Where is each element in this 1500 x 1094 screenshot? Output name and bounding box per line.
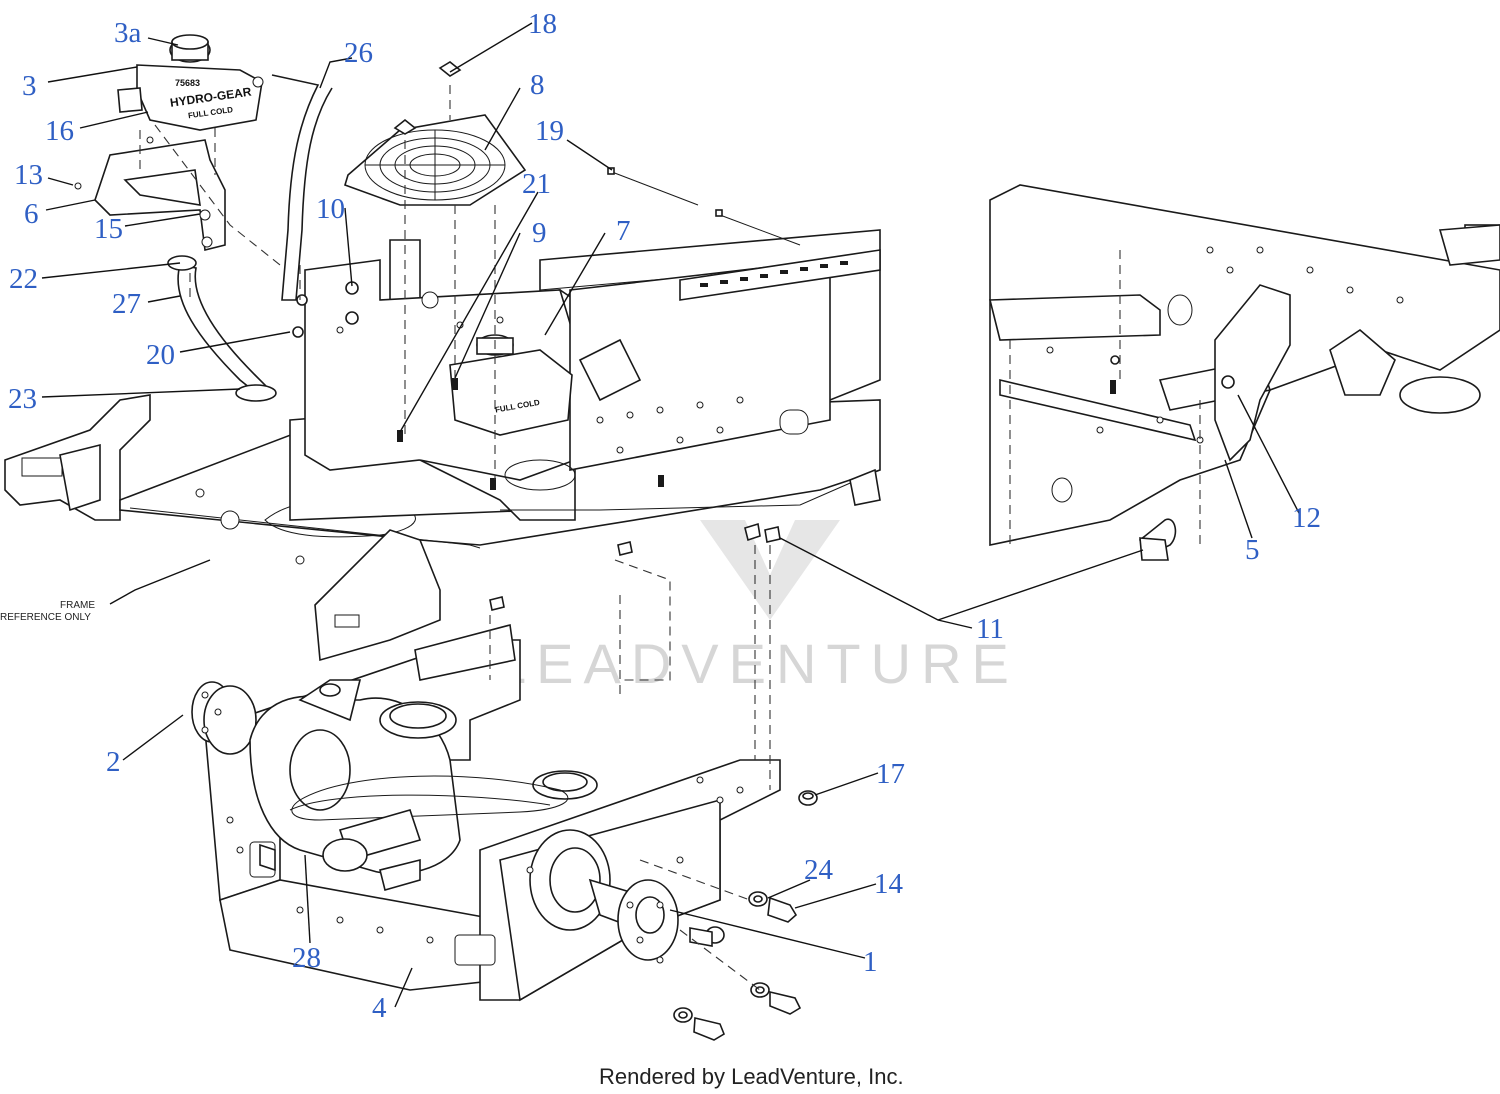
callout-14: 14 xyxy=(874,868,904,900)
callout-8: 8 xyxy=(530,69,545,101)
transmission-assembly xyxy=(191,529,781,1002)
frame-note: FRAME REFERENCE ONLY xyxy=(0,600,95,623)
callout-2: 2 xyxy=(106,746,121,778)
fan-guard xyxy=(344,61,527,206)
callouts: 3a 3 16 13 6 15 22 27 20 23 26 18 8 19 1… xyxy=(8,8,1321,1024)
callout-28: 28 xyxy=(292,942,321,974)
callout-5: 5 xyxy=(1245,534,1260,566)
callout-11: 11 xyxy=(976,613,1004,645)
callout-16: 16 xyxy=(45,115,74,147)
reservoir-tank: 75683 HYDRO-GEAR FULL COLD xyxy=(117,34,264,144)
leader-lines xyxy=(41,22,1301,1008)
callout-17: 17 xyxy=(876,758,905,790)
callout-3a: 3a xyxy=(114,17,142,49)
callout-4: 4 xyxy=(372,992,387,1024)
callout-7: 7 xyxy=(616,215,631,247)
hardware xyxy=(489,522,1169,1041)
callout-22: 22 xyxy=(9,263,38,295)
fasteners xyxy=(292,281,664,490)
callout-10: 10 xyxy=(316,193,345,225)
frame-note-line1: FRAME xyxy=(60,600,95,611)
callout-15: 15 xyxy=(94,213,123,245)
callout-18: 18 xyxy=(528,8,557,40)
callout-21: 21 xyxy=(522,168,551,200)
callout-6: 6 xyxy=(24,198,39,230)
callout-12: 12 xyxy=(1292,502,1321,534)
callout-9: 9 xyxy=(532,217,547,249)
watermark-text: LEADVENTURE xyxy=(495,632,1019,695)
footer-credit: Rendered by LeadVenture, Inc. xyxy=(599,1064,904,1089)
callout-13: 13 xyxy=(14,159,43,191)
construction-lines xyxy=(139,85,771,991)
callout-19: 19 xyxy=(535,115,564,147)
callout-20: 20 xyxy=(146,339,175,371)
tank-bracket xyxy=(74,139,226,251)
cable-tie xyxy=(607,167,801,246)
callout-3: 3 xyxy=(22,70,37,102)
callout-27: 27 xyxy=(112,288,141,320)
callout-23: 23 xyxy=(8,383,37,415)
frame-note-line2: REFERENCE ONLY xyxy=(0,612,91,623)
hoses xyxy=(167,74,333,402)
callout-26: 26 xyxy=(344,37,373,69)
callout-1: 1 xyxy=(863,946,878,978)
tank-part-number: 75683 xyxy=(175,78,200,88)
frame-detail xyxy=(988,184,1500,557)
callout-24: 24 xyxy=(804,854,834,886)
